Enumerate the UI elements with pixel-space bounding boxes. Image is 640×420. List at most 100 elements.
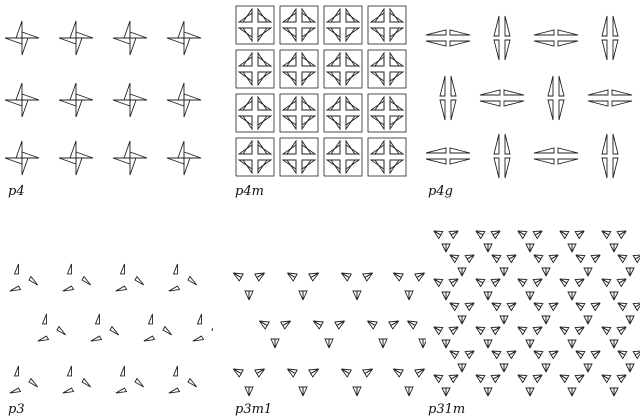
p4m-motif	[281, 115, 297, 126]
p31m-motif	[567, 387, 573, 397]
p3-motif	[187, 377, 198, 388]
p4m-motif	[369, 27, 385, 38]
p3m1-motif	[298, 290, 304, 301]
p4m-motif	[389, 159, 400, 175]
p31m-motif	[461, 267, 467, 277]
p4g-motif	[533, 147, 555, 154]
p4m-motif	[330, 159, 341, 175]
p3-motif	[162, 325, 173, 336]
p4m-motif	[374, 159, 385, 175]
p4g-pattern	[426, 15, 633, 179]
p31m-motif	[629, 363, 635, 373]
p4m-motif	[301, 27, 317, 38]
p3m1-motif	[287, 272, 296, 282]
p4g-motif	[450, 99, 457, 121]
p4m-motif	[345, 115, 361, 126]
p31m-motif	[571, 243, 577, 253]
p4-motif	[58, 157, 77, 165]
p31m-motif	[616, 374, 627, 380]
p4m-motif	[237, 12, 253, 23]
p4m-motif	[301, 71, 317, 82]
p3-motif	[119, 263, 125, 275]
p4m-motif	[237, 71, 253, 82]
p31m-motif	[574, 230, 585, 236]
p3-motif	[115, 285, 128, 292]
p31m-motif	[559, 230, 568, 240]
p3m1-motif	[334, 320, 345, 327]
p31m-motif	[491, 254, 500, 264]
p4-motif	[58, 37, 77, 45]
p31m-motif	[601, 326, 610, 336]
p3m1-motif	[393, 272, 402, 282]
p4m-tile	[235, 137, 275, 177]
p4m-motif	[257, 51, 268, 67]
pattern-panel-p4: p4	[0, 0, 213, 205]
p4-motif	[123, 140, 131, 159]
p4m-motif	[286, 51, 297, 67]
p4m-motif	[369, 159, 385, 170]
p4m-motif	[374, 27, 385, 43]
p3m1-motif	[248, 386, 254, 397]
p4m-motif	[389, 71, 400, 87]
p3-motif	[119, 365, 125, 377]
p4g-motif	[612, 39, 619, 61]
p4m-motif	[389, 95, 400, 111]
p31m-motif	[613, 291, 619, 301]
p4-motif	[123, 20, 131, 39]
p4g-label: p4g	[428, 184, 453, 199]
p3-motif	[28, 275, 39, 286]
p31m-motif	[445, 387, 451, 397]
p3m1-motif	[356, 386, 362, 397]
p4m-motif	[237, 56, 253, 67]
p4m-motif	[281, 27, 297, 38]
p4m-motif	[345, 139, 356, 155]
p4m-tile	[235, 5, 275, 45]
p4m-motif	[345, 27, 356, 43]
p4m-motif	[286, 27, 297, 43]
p4g-motif	[503, 89, 525, 96]
p3m1-motif	[382, 338, 388, 349]
p31m-motif	[441, 243, 447, 253]
p31m-motif	[617, 254, 626, 264]
p4m-motif	[281, 100, 297, 111]
p31m-motif	[587, 315, 593, 325]
p4-motif	[69, 140, 77, 159]
p4m-motif	[242, 159, 253, 175]
p4m-motif	[286, 7, 297, 23]
p4g-motif	[558, 75, 565, 97]
p4-motif	[129, 99, 137, 118]
p3m1-motif	[352, 386, 358, 397]
p31m-motif	[532, 230, 543, 236]
p3-motif	[172, 365, 178, 377]
p4m-motif	[389, 115, 400, 131]
p4m-motif	[330, 95, 341, 111]
p4g-motif	[612, 133, 619, 155]
p4m-motif	[325, 12, 341, 23]
p4m-motif	[257, 27, 273, 38]
p31m-motif	[574, 278, 585, 284]
p4-motif	[75, 157, 83, 176]
p4m-pattern	[235, 5, 407, 177]
p4m-motif	[345, 51, 356, 67]
p4g-motif	[504, 39, 511, 61]
p4-motif	[183, 93, 202, 101]
p4m-motif	[325, 100, 341, 111]
p31m-motif	[457, 363, 463, 373]
p4m-tile	[367, 93, 407, 133]
p4m-motif	[257, 144, 273, 155]
p31m-motif	[506, 302, 517, 308]
p4m-motif	[325, 115, 341, 126]
p4-motif	[177, 82, 185, 101]
p31m-motif	[483, 243, 489, 253]
p31m-motif	[433, 374, 442, 384]
p4-motif	[21, 31, 40, 39]
p4m-tile	[323, 5, 363, 45]
p4g-motif	[503, 100, 525, 107]
p4g-motif	[426, 158, 447, 165]
p31m-motif	[491, 302, 500, 312]
p4m-motif	[345, 27, 361, 38]
p3m1-motif	[248, 290, 254, 301]
p4-motif	[183, 31, 202, 39]
p4m-motif	[257, 139, 268, 155]
p4g-motif	[504, 157, 511, 179]
